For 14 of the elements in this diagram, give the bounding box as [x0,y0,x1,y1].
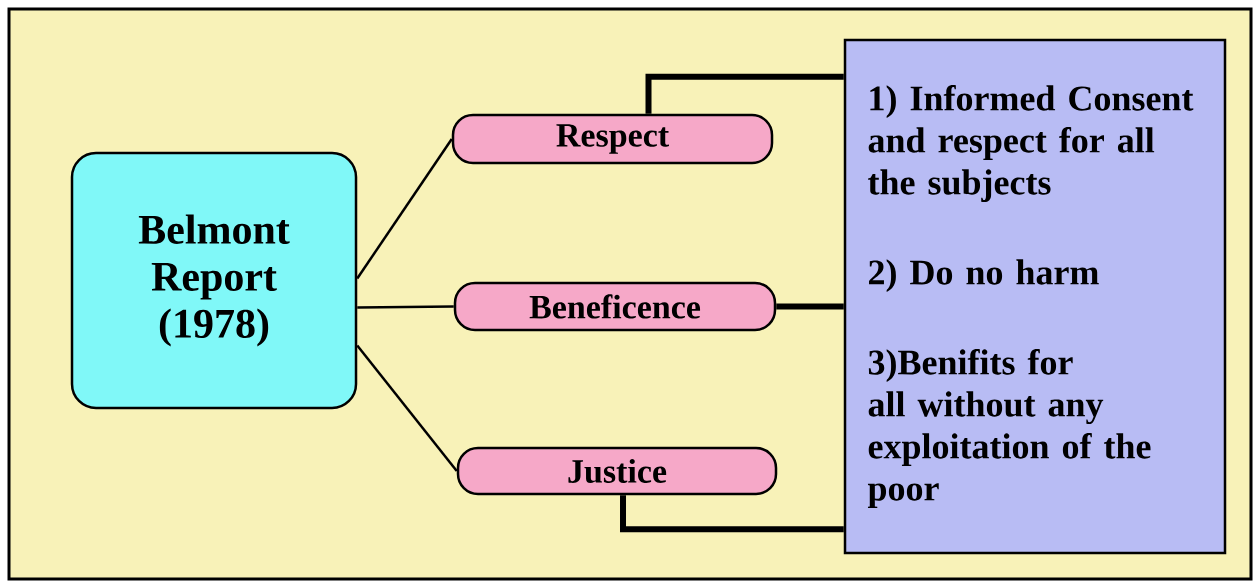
connector-line [356,344,458,472]
principle-text: 1) Informed Consent and respect for all the subjects [868,85,1194,202]
connector-line [620,495,844,533]
principle-pill: Beneficence [453,281,777,332]
principle-pill: Respect [451,113,774,165]
principle-panel [843,38,1227,555]
principle-text: 2) Do no harm [869,259,1099,292]
connector-line [645,73,844,114]
connector-line [776,303,844,310]
connector-line [356,138,453,280]
connector-line [357,305,454,309]
report-box: Belmont Report (1978) [70,151,358,410]
principle-text: 3)Benifits for all without any exploitation of the poor [867,349,1151,508]
principle-pill: Justice [456,446,778,496]
